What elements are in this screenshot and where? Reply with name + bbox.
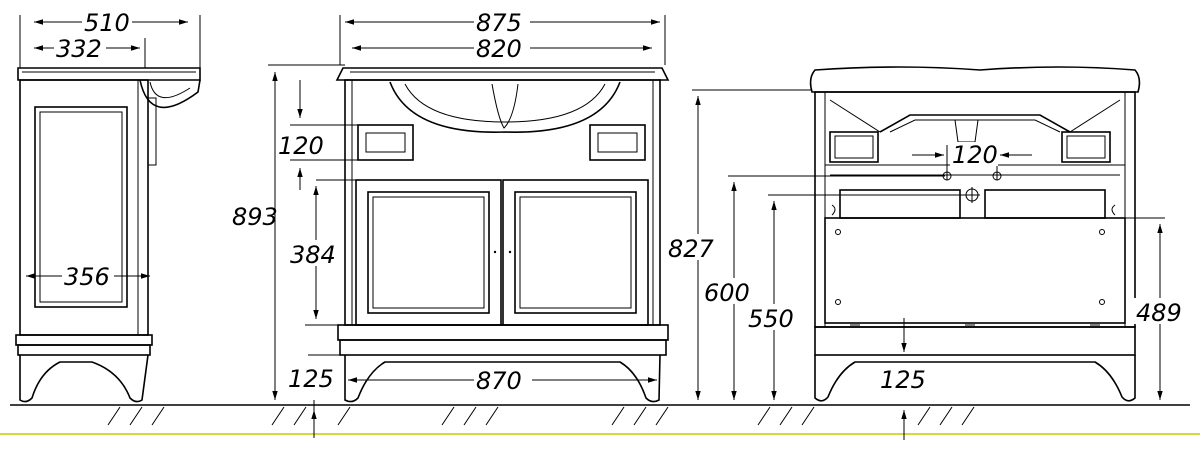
dim-back-drain-height: 550 xyxy=(748,305,794,333)
side-view xyxy=(15,15,201,403)
dim-back-opening-height: 489 xyxy=(1136,299,1182,327)
floor xyxy=(0,404,1200,435)
dim-side-door-width: 356 xyxy=(64,263,110,291)
dim-side-total-depth: 510 xyxy=(84,9,130,37)
dim-front-leg-span: 870 xyxy=(476,367,522,395)
floor-hatching xyxy=(107,406,975,426)
dim-back-pipe-height: 600 xyxy=(704,279,750,307)
dim-front-door-height: 384 xyxy=(290,241,336,269)
dim-front-leg-height: 125 xyxy=(288,365,334,393)
dim-front-top-width: 875 xyxy=(476,9,522,37)
back-view xyxy=(311,66,1165,440)
dim-front-basin-width: 820 xyxy=(476,35,522,63)
dim-side-cabinet-depth: 332 xyxy=(56,35,102,63)
dim-back-pipe-spacing: 120 xyxy=(952,141,998,169)
dim-back-height: 827 xyxy=(668,235,715,263)
dimension-labels: 510 332 356 875 820 893 120 384 125 870 … xyxy=(54,9,1190,395)
dim-front-drawer-height: 120 xyxy=(278,132,324,160)
dim-back-leg-height: 125 xyxy=(880,366,926,394)
dim-front-total-height: 893 xyxy=(232,203,278,231)
